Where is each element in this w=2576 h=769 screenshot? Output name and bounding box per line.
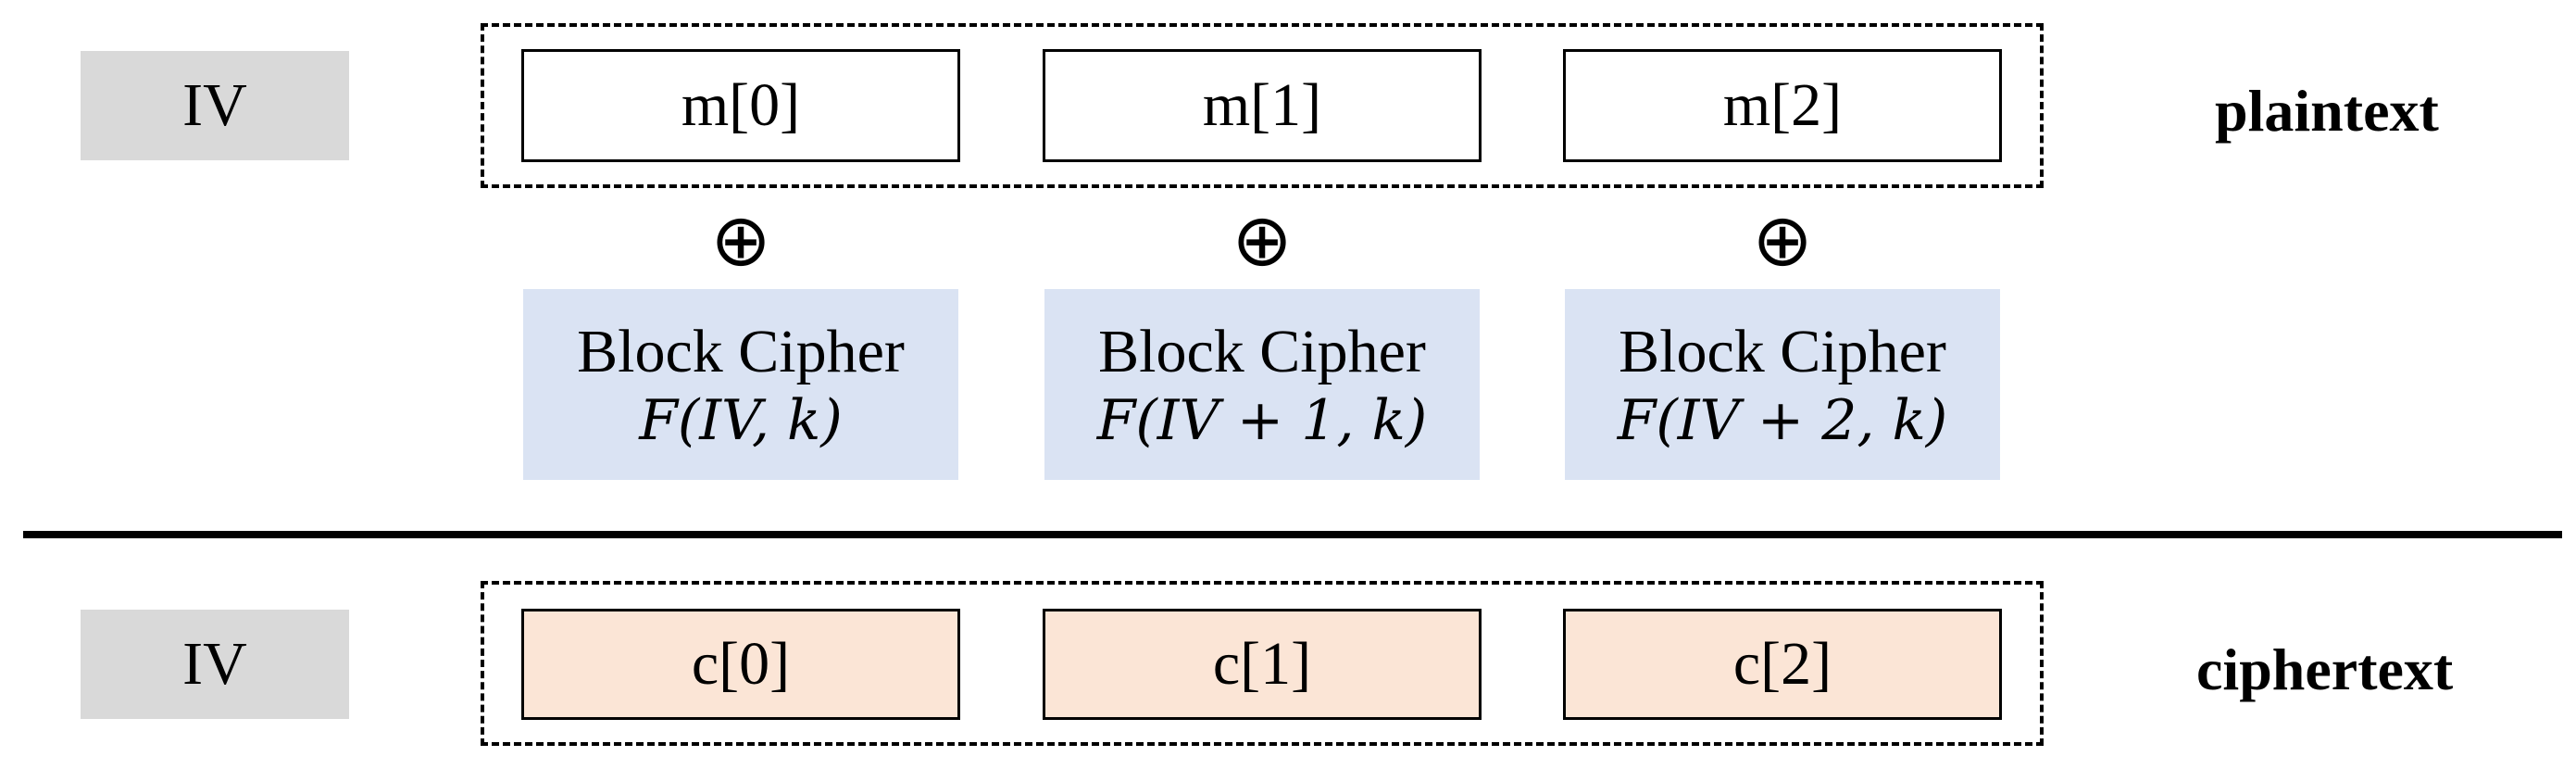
plaintext-block-label: m[2] [1722,71,1843,139]
ciphertext-row-label: ciphertext [2196,628,2557,712]
plaintext-block-label: m[1] [1202,71,1322,139]
plaintext-row-label: plaintext [2215,69,2548,153]
block-cipher-0: Block Cipher F(IV, k) [523,289,958,480]
plaintext-label-text: plaintext [2215,78,2439,144]
plaintext-block-1: m[1] [1043,49,1482,162]
xor-icon: ⊕ [1752,199,1813,283]
ciphertext-iv-box: IV [81,610,349,719]
block-cipher-function: F(IV, k) [639,387,843,453]
ciphertext-block-2: c[2] [1563,609,2002,720]
block-cipher-name: Block Cipher [1098,317,1426,385]
block-cipher-function: F(IV + 1, k) [1096,387,1428,453]
xor-icon: ⊕ [1232,199,1293,283]
plaintext-block-0: m[0] [521,49,960,162]
plaintext-block-label: m[0] [681,71,801,139]
ciphertext-group-outline [481,581,2044,746]
xor-icon: ⊕ [710,199,771,283]
ciphertext-label-text: ciphertext [2196,637,2454,702]
ciphertext-block-1: c[1] [1043,609,1482,720]
block-cipher-name: Block Cipher [1619,317,1946,385]
ciphertext-block-label: c[2] [1732,630,1832,698]
block-cipher-function: F(IV + 2, k) [1617,387,1948,453]
plaintext-iv-label: IV [182,71,247,139]
ciphertext-iv-label: IV [182,630,247,698]
block-cipher-1: Block Cipher F(IV + 1, k) [1044,289,1480,480]
plaintext-iv-box: IV [81,51,349,160]
block-cipher-name: Block Cipher [577,317,905,385]
plaintext-group-outline [481,23,2044,188]
ciphertext-block-label: c[1] [1212,630,1312,698]
plaintext-block-2: m[2] [1563,49,2002,162]
ciphertext-block-0: c[0] [521,609,960,720]
ciphertext-block-label: c[0] [691,630,791,698]
block-cipher-2: Block Cipher F(IV + 2, k) [1565,289,2000,480]
section-divider [23,531,2562,538]
